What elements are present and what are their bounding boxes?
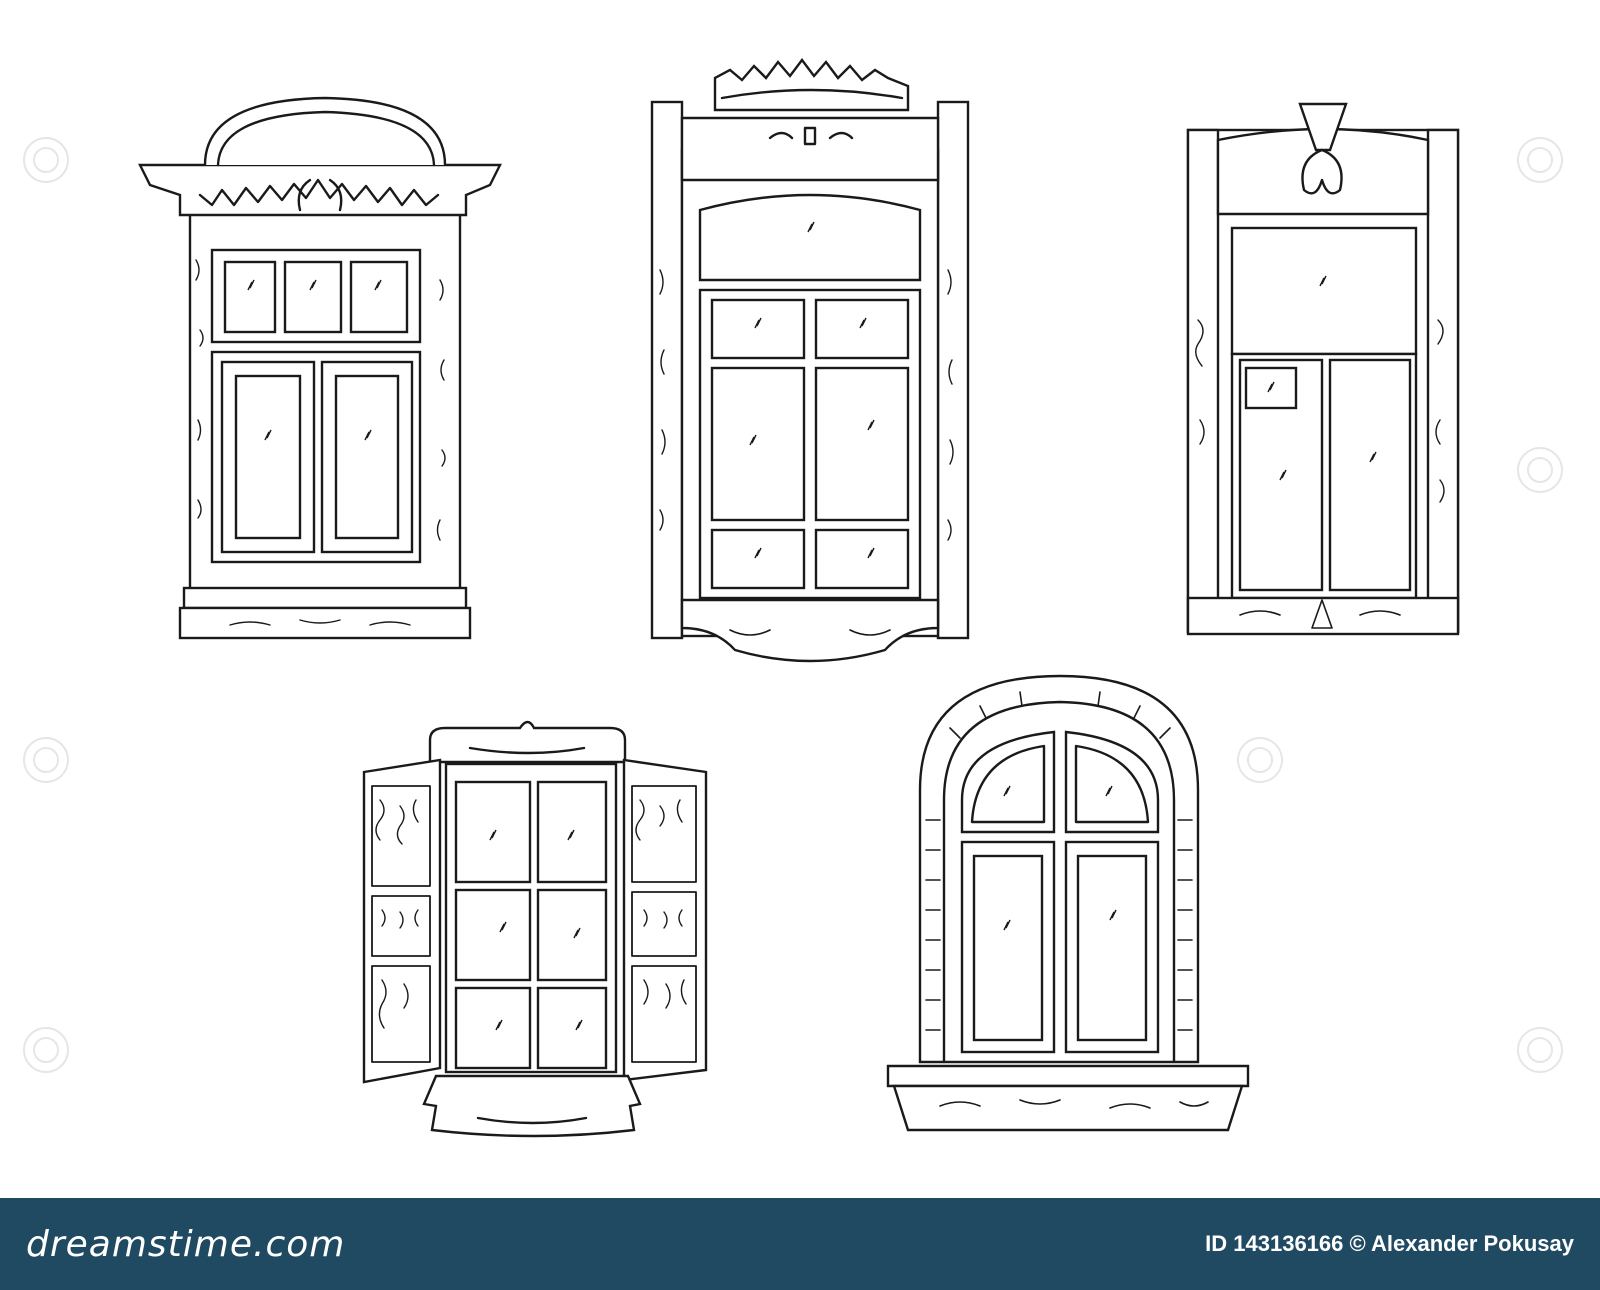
- windows-illustration: [23, 58, 1563, 1138]
- window-with-shutters: [362, 720, 708, 1138]
- window-crown-cornice: [650, 58, 970, 663]
- window-carved-top: [1186, 102, 1460, 636]
- watermark-swirls: [23, 137, 1563, 1073]
- window-arched-pediment: [138, 96, 502, 640]
- footer-bar: dreamstime.com ID 143136166 © Alexander …: [0, 1198, 1600, 1290]
- image-credit: ID 143136166 © Alexander Pokusay: [1205, 1231, 1574, 1256]
- dreamstime-logo[interactable]: dreamstime.com: [26, 1223, 346, 1265]
- window-round-arch-brick: [886, 674, 1250, 1132]
